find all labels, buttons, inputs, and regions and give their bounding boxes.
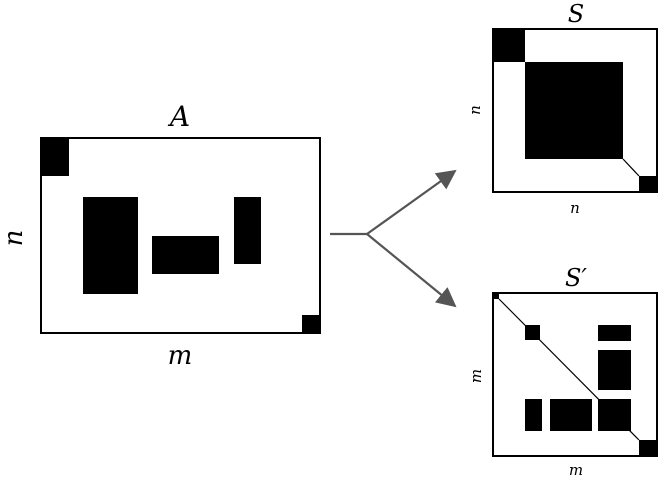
matrix-a-corner-block-bottom-right <box>302 315 320 333</box>
matrix-a-corner-block-top-left <box>41 138 69 176</box>
matrix-a-col-label: m <box>168 341 193 371</box>
arrow-to-s <box>366 169 457 235</box>
matrix-s-prime-block-bottom-left <box>525 399 542 431</box>
matrix-s-prime-block-small <box>525 325 540 340</box>
matrix-a-block-narrow <box>234 197 261 264</box>
matrix-a-block-wide <box>152 236 219 274</box>
matrix-s-frame <box>492 28 658 193</box>
matrix-s-prime-block-bottom-center <box>550 399 592 431</box>
matrix-s-prime-title: S′ <box>565 264 587 292</box>
matrix-s-prime-corner-block-top-left <box>493 293 499 299</box>
matrix-s-block-center <box>525 62 623 159</box>
matrix-a-title: A <box>167 100 190 133</box>
matrix-a-frame <box>40 137 321 334</box>
matrix-s-title: S <box>568 0 584 28</box>
matrix-s-corner-block-bottom-right <box>639 176 657 192</box>
matrix-s-col-label: n <box>570 199 580 217</box>
matrix-s-diagonal <box>622 158 640 177</box>
matrix-s-prime-block-right-middle <box>598 350 631 390</box>
matrix-a-block-tall <box>83 197 138 294</box>
matrix-s-prime-block-right-top <box>598 325 631 341</box>
matrix-s-prime-block-bottom-right <box>598 399 631 431</box>
matrix-s-row-label: n <box>466 105 484 115</box>
matrix-s-prime-row-label: m <box>467 369 485 383</box>
matrix-s-corner-block-top-left <box>493 29 525 62</box>
matrix-s: S n n <box>466 0 658 217</box>
fork-arrows <box>330 169 457 308</box>
arrow-to-s-prime <box>366 233 457 308</box>
matrix-s-prime-corner-block-bottom-right <box>639 440 657 456</box>
matrix-s-prime-frame <box>492 292 658 457</box>
matrix-a-row-label: n <box>0 230 29 247</box>
matrix-s-prime-col-label: m <box>569 461 583 479</box>
matrix-s-prime: S′ m m <box>467 264 658 479</box>
matrix-a: A n m <box>0 100 321 371</box>
